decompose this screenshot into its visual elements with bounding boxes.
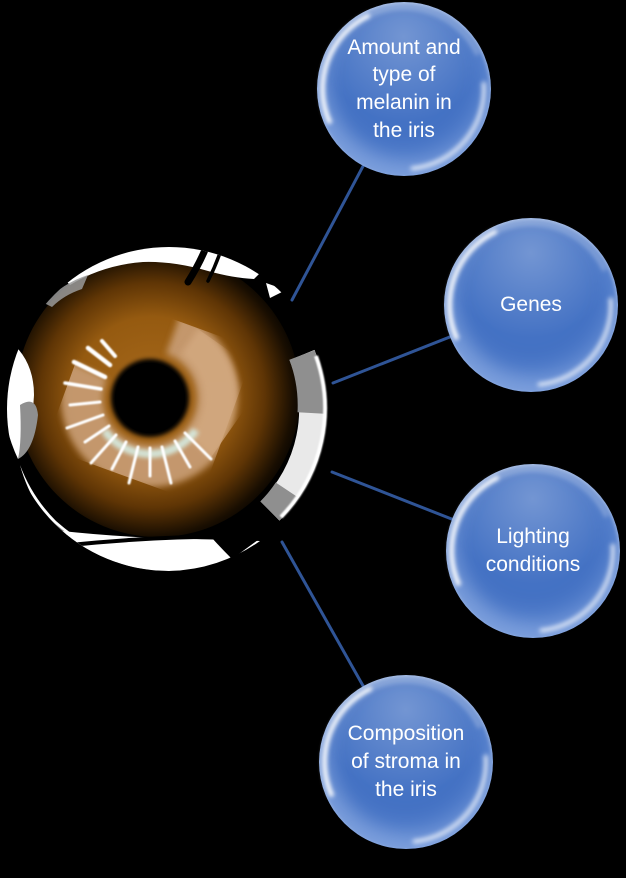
iris-inner-ring	[61, 309, 239, 487]
node-genes-label: Genes	[500, 293, 562, 317]
iris-spokes	[63, 339, 213, 485]
node-melanin-label: Amount and type of melanin in the iris	[347, 35, 461, 142]
node-genes[interactable]: Genes	[444, 218, 618, 392]
node-stroma[interactable]: Composition of stroma in the iris	[319, 675, 493, 849]
sclera-right-band	[260, 349, 328, 521]
node-stroma-label: Composition of stroma in the iris	[347, 722, 465, 801]
sclera-notch	[266, 283, 286, 298]
pupil	[111, 359, 189, 437]
node-lighting-label: Lighting conditions	[485, 525, 581, 576]
node-lighting[interactable]: Lighting conditions	[446, 464, 620, 638]
sclera-bottom-crescent	[62, 529, 262, 571]
node-melanin[interactable]: Amount and type of melanin in the iris	[317, 2, 491, 176]
eye-illustration[interactable]	[2, 245, 331, 575]
